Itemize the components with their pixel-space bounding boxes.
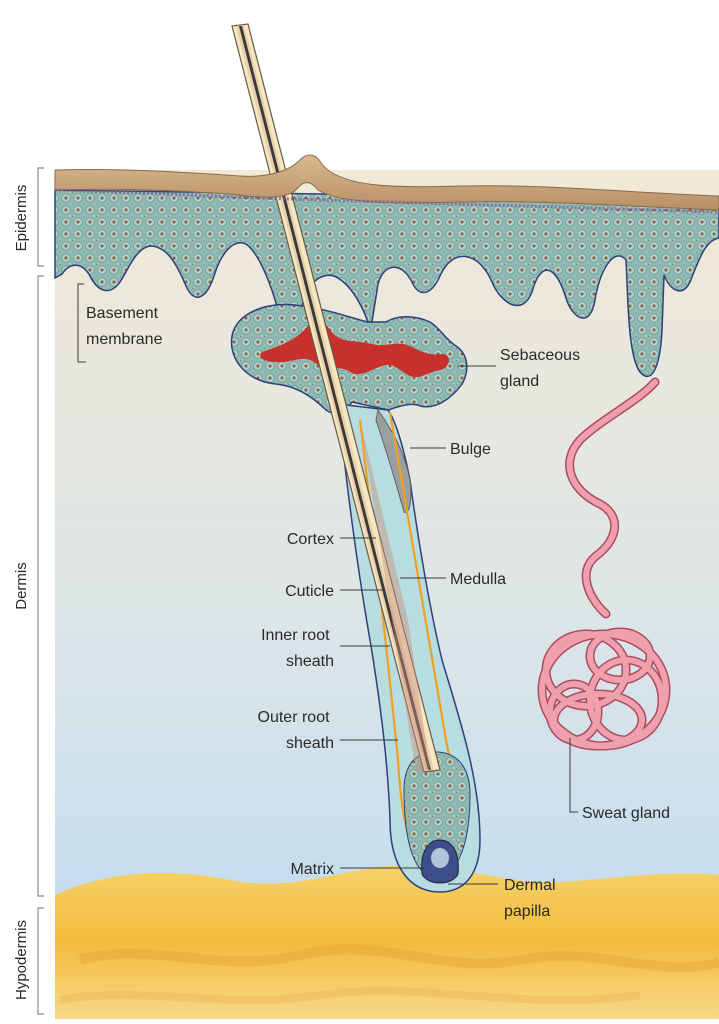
- epidermis-bracket: [38, 168, 44, 266]
- hypodermis-label: Hypodermis: [13, 920, 30, 1000]
- epidermis-label: Epidermis: [13, 185, 30, 252]
- cortex-label: Cortex: [287, 531, 334, 548]
- cuticle-label: Cuticle: [285, 583, 334, 600]
- medulla-label: Medulla: [450, 571, 506, 588]
- matrix-label: Matrix: [290, 861, 334, 878]
- sweat-gland-label: Sweat gland: [582, 805, 670, 822]
- bulge-label: Bulge: [450, 441, 491, 458]
- dermis-bracket: [38, 276, 44, 896]
- dermis-label: Dermis: [13, 562, 30, 610]
- hypodermis-bracket: [38, 908, 44, 1014]
